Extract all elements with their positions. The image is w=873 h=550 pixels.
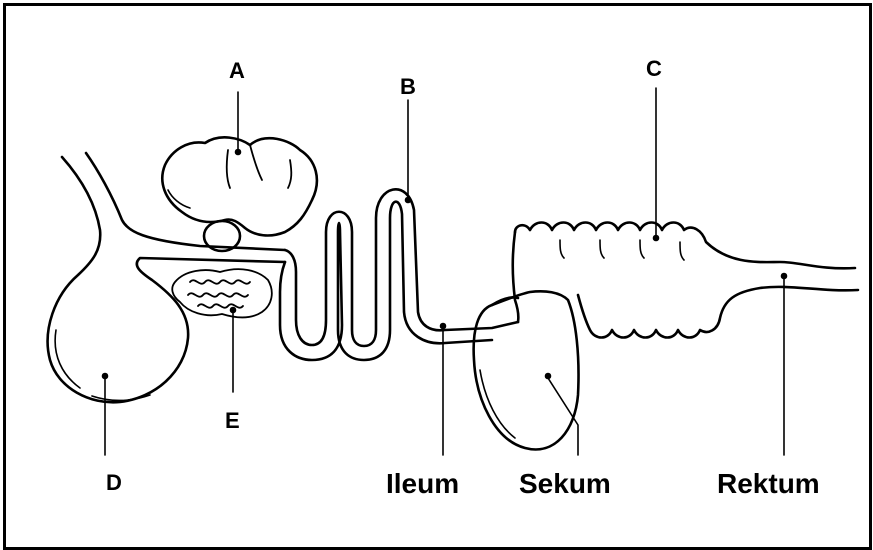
sekum-pouch bbox=[474, 291, 579, 449]
label-b: B bbox=[400, 76, 416, 98]
label-c: C bbox=[646, 58, 662, 80]
intestine-coil bbox=[280, 189, 518, 360]
label-e: E bbox=[225, 410, 240, 432]
organ-e bbox=[172, 269, 272, 317]
label-a: A bbox=[229, 60, 245, 82]
colon-c bbox=[513, 223, 858, 338]
label-rektum: Rektum bbox=[717, 470, 820, 498]
label-d: D bbox=[106, 472, 122, 494]
label-ileum: Ileum bbox=[386, 470, 459, 498]
organ-d-sac bbox=[48, 153, 285, 402]
label-sekum: Sekum bbox=[519, 470, 611, 498]
